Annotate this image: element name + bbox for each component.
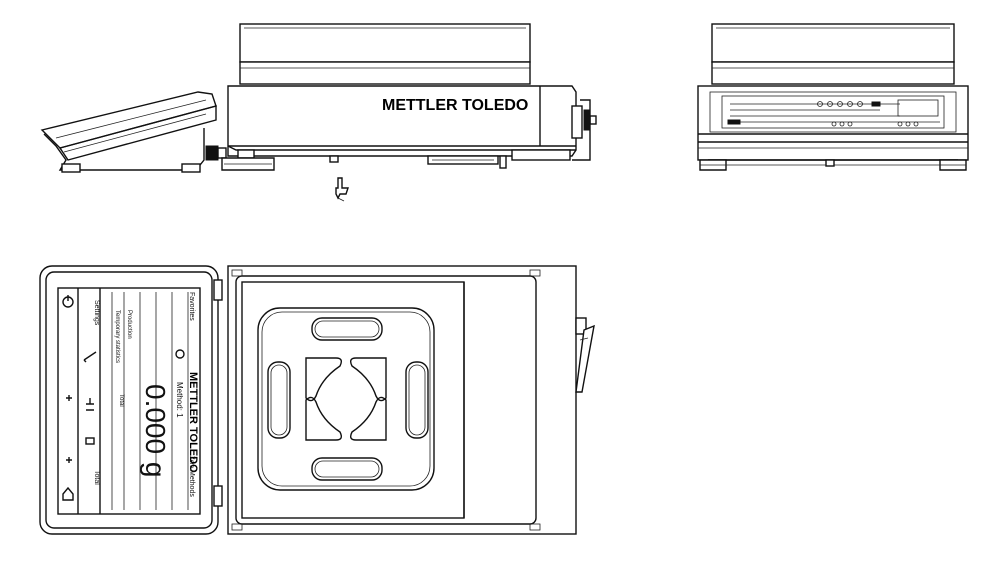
top-view: Settings Total Temporary statistics Prod… bbox=[39, 265, 595, 535]
side-view: METTLER TOLEDO bbox=[40, 23, 597, 202]
arrow-zero-icon[interactable] bbox=[66, 395, 72, 401]
display-method-label: Method: 1 bbox=[175, 382, 184, 418]
side-view-terminal bbox=[40, 91, 227, 173]
display-leveling-icon[interactable] bbox=[175, 349, 185, 359]
display-menu-bottom-label: Methods bbox=[188, 470, 195, 497]
side-view-pan bbox=[239, 23, 531, 85]
pencil-icon[interactable] bbox=[83, 351, 97, 363]
display-side-mid-label: Total bbox=[118, 394, 124, 407]
display-item-label: Zero bbox=[188, 456, 194, 469]
side-view-brand-label: METTLER TOLEDO bbox=[382, 97, 528, 114]
top-view-terminal: Settings Total Temporary statistics Prod… bbox=[39, 265, 223, 535]
display-status1-label: Temporary statistics bbox=[114, 310, 120, 363]
power-icon[interactable] bbox=[62, 295, 74, 308]
display-side-right-label: Total bbox=[93, 470, 100, 485]
arrow-tare-icon[interactable] bbox=[66, 457, 72, 463]
display-brand-label: METTLER TOLEDO bbox=[187, 372, 199, 473]
below-weighing-hook bbox=[335, 177, 349, 202]
side-view-body: METTLER TOLEDO bbox=[221, 85, 597, 171]
display-menu-top-label: Favorites bbox=[188, 292, 195, 321]
display-weight-reading: 0.000 g bbox=[140, 384, 171, 477]
print-icon[interactable] bbox=[85, 437, 95, 445]
display-status2-label: Production bbox=[126, 310, 132, 339]
display-side-left-label: Settings bbox=[93, 300, 100, 326]
home-icon[interactable] bbox=[62, 486, 74, 501]
balance-icon[interactable] bbox=[86, 398, 94, 411]
top-view-balance bbox=[227, 265, 595, 535]
front-view bbox=[697, 23, 969, 171]
